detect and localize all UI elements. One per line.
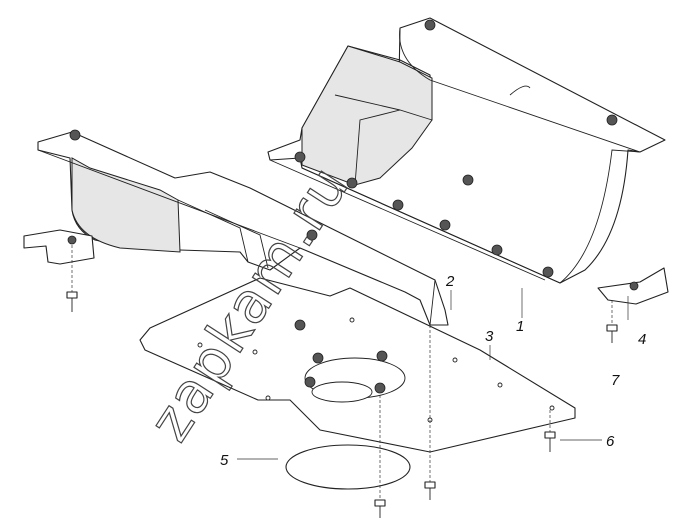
leader-lines <box>237 288 629 460</box>
callout-5: 5 <box>220 452 229 469</box>
part-3-base-plate <box>139 277 576 453</box>
callout-3: 3 <box>485 328 494 345</box>
callout-2: 2 <box>445 273 455 290</box>
part-5-round-cover <box>285 444 411 490</box>
callout-6: 6 <box>606 433 615 450</box>
callout-1: 1 <box>516 318 524 335</box>
part-1-shield <box>267 17 666 284</box>
callout-4: 4 <box>638 331 646 348</box>
callout-7: 7 <box>611 372 620 389</box>
part-2-beam <box>23 131 669 326</box>
bolts-and-axes <box>66 245 618 518</box>
fastener-nuts <box>67 19 639 394</box>
